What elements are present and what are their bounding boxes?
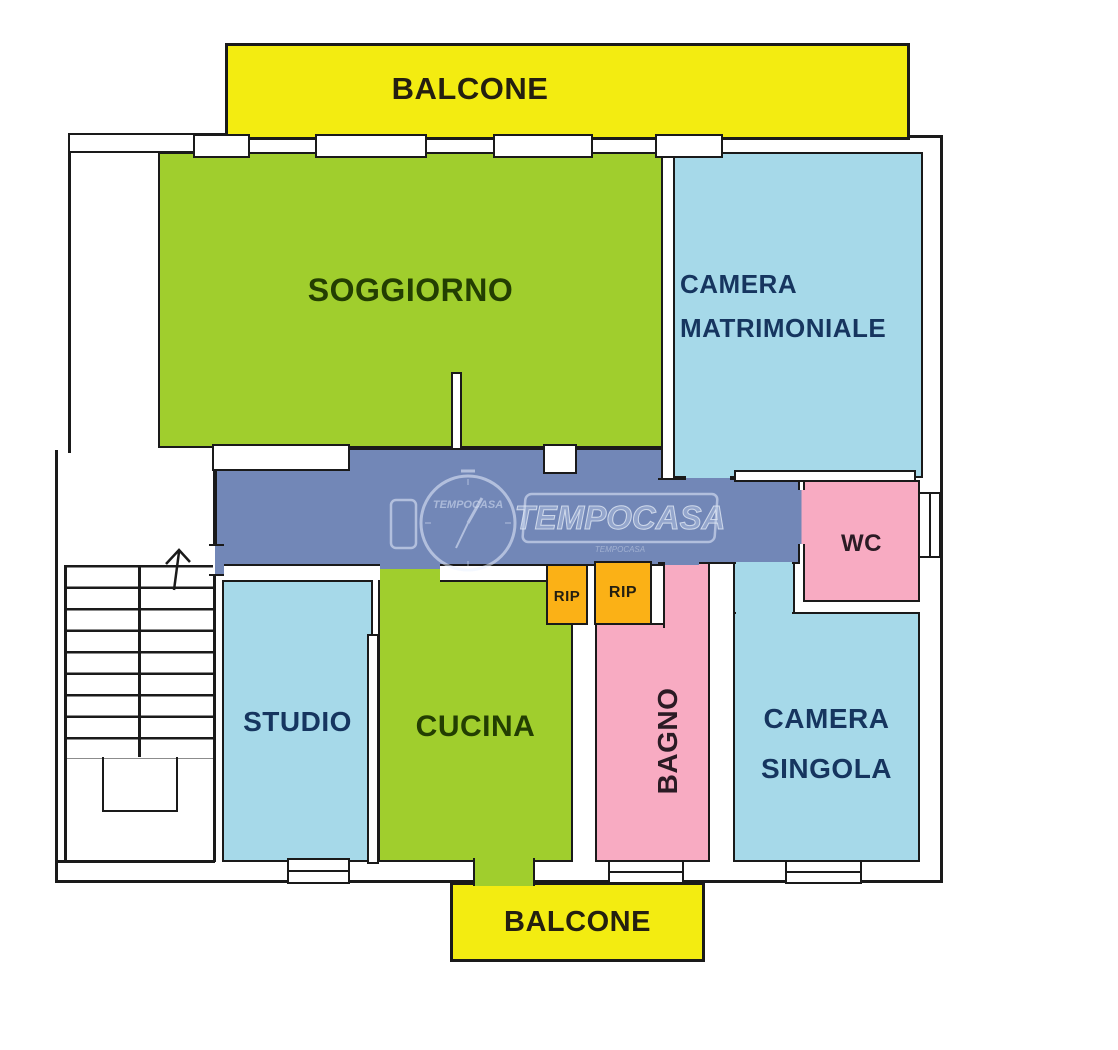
room-soggiorno xyxy=(158,152,663,448)
label-rip-1: RIP xyxy=(553,588,581,605)
camera-matrimoniale-bottom-wall xyxy=(734,470,916,482)
label-soggiorno: SOGGIORNO xyxy=(307,272,514,308)
label-balcone-top: BALCONE xyxy=(391,71,549,106)
door-wc xyxy=(793,490,812,544)
window-terrace xyxy=(193,134,250,158)
camera-singola-neck-fill xyxy=(736,562,792,616)
staircase-lower-flight xyxy=(102,757,178,812)
room-wc xyxy=(803,480,920,602)
room-rip-2 xyxy=(594,561,652,625)
room-rip-1 xyxy=(546,564,588,625)
room-bagno-lower xyxy=(595,623,710,862)
corridor-right xyxy=(658,478,800,564)
room-camera-singola xyxy=(733,612,920,862)
label-wc: WC xyxy=(841,530,882,557)
staircase-divider xyxy=(138,565,141,757)
label-rip-2: RIP xyxy=(608,584,638,601)
label-cucina: CUCINA xyxy=(415,710,536,743)
outer-wall-right xyxy=(940,135,943,883)
door-cucina xyxy=(380,558,440,584)
window-soggiorno-2 xyxy=(493,134,593,158)
soggiorno-corridor-wall xyxy=(212,444,350,471)
window-studio xyxy=(287,858,350,884)
outer-wall-left-upper xyxy=(68,133,71,453)
label-studio: STUDIO xyxy=(243,706,352,737)
stairs-up-arrow-icon xyxy=(165,548,191,591)
window-camera-singola xyxy=(785,860,862,884)
stairhall-right-wall xyxy=(213,470,216,862)
room-cucina xyxy=(378,580,573,862)
window-wc xyxy=(918,492,941,558)
room-balcone-bottom xyxy=(450,882,705,962)
label-bagno: BAGNO xyxy=(652,687,683,795)
window-soggiorno-1 xyxy=(315,134,427,158)
stairhall-bottom-wall xyxy=(57,860,215,863)
window-camera-matrimoniale xyxy=(655,134,723,158)
outer-wall-top-right xyxy=(908,135,943,138)
label-camera-matrimoniale: CAMERA MATRIMONIALE xyxy=(680,269,887,343)
soggiorno-partition-stub xyxy=(451,372,462,450)
door-cucina-balcone xyxy=(473,858,535,886)
outer-wall-left-lower xyxy=(55,450,58,882)
label-camera-singola: CAMERA SINGOLA xyxy=(760,703,893,784)
studio-cucina-partition xyxy=(367,634,379,864)
label-balcone-bottom: BALCONE xyxy=(504,906,651,938)
window-bagno xyxy=(608,860,684,884)
door-camera-matrimoniale xyxy=(686,468,730,488)
corridor-pillar xyxy=(543,444,577,474)
door-bagno xyxy=(665,556,699,580)
